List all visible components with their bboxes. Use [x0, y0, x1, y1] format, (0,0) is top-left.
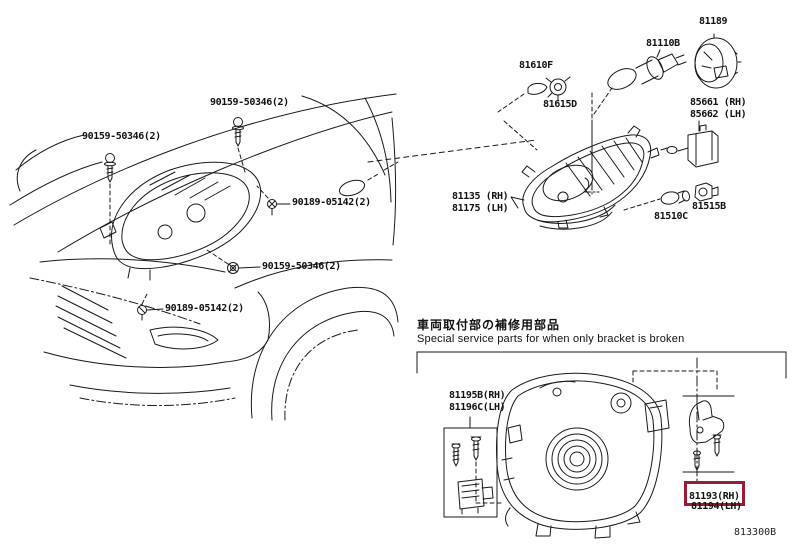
part-label-90159-50346-left[interactable]: 90159-50346(2) — [82, 131, 161, 142]
headlamp-rear-view-sketch — [496, 372, 670, 539]
special-section-frame — [416, 351, 787, 379]
section-title-english: Special service parts for when only brac… — [417, 333, 685, 345]
socket-81615d-sketch — [545, 76, 571, 102]
part-label-81195b-rh[interactable]: 81195B(RH) — [449, 390, 506, 401]
part-label-90189-05142-mid[interactable]: 90189-05142(2) — [292, 197, 371, 208]
part-label-81189[interactable]: 81189 — [699, 16, 728, 27]
section-title-japanese: 車両取付部の補修用部品 — [417, 318, 561, 332]
bulb-81510c-sketch — [660, 190, 691, 205]
part-label-81510c[interactable]: 81510C — [654, 211, 688, 222]
bulb-81110b-sketch — [607, 49, 687, 90]
bracket-81193-sketch — [632, 357, 735, 483]
socket-81515b-sketch — [694, 182, 719, 202]
bulb-81610f-sketch — [497, 82, 548, 151]
part-label-81615d[interactable]: 81615D — [543, 99, 577, 110]
part-label-81196c-lh[interactable]: 81196C(LH) — [449, 402, 506, 413]
headlamp-on-car-sketch — [99, 139, 537, 281]
part-label-85661-rh[interactable]: 85661 (RH) — [690, 97, 747, 108]
part-label-81175-lh[interactable]: 81175 (LH) — [452, 203, 509, 214]
selected-part-highlight[interactable]: 81193(RH) — [684, 481, 745, 506]
part-label-81193-rh[interactable]: 81193(RH) — [689, 491, 740, 502]
part-label-90159-50346-lower[interactable]: 90159-50346(2) — [262, 261, 341, 272]
figure-code: 813300B — [734, 527, 777, 538]
repair-kit-sketch — [443, 416, 504, 518]
car-body-sketch — [9, 93, 399, 421]
part-label-81110b[interactable]: 81110B — [646, 38, 680, 49]
part-label-81135-rh[interactable]: 81135 (RH) — [452, 191, 509, 202]
part-label-85662-lh[interactable]: 85662 (LH) — [690, 109, 747, 120]
part-label-90159-50346-top[interactable]: 90159-50346(2) — [210, 97, 289, 108]
leveling-unit-sketch — [660, 120, 719, 168]
part-label-90189-05142-lower[interactable]: 90189-05142(2) — [165, 303, 244, 314]
exploded-headlamp-sketch — [510, 87, 661, 230]
part-label-81194-lh[interactable]: 81194(LH) — [691, 501, 742, 512]
cap-81189-sketch — [694, 33, 742, 89]
part-label-81515b[interactable]: 81515B — [692, 201, 726, 212]
car-fastener-icons — [104, 117, 291, 321]
part-label-81610f[interactable]: 81610F — [519, 60, 553, 71]
